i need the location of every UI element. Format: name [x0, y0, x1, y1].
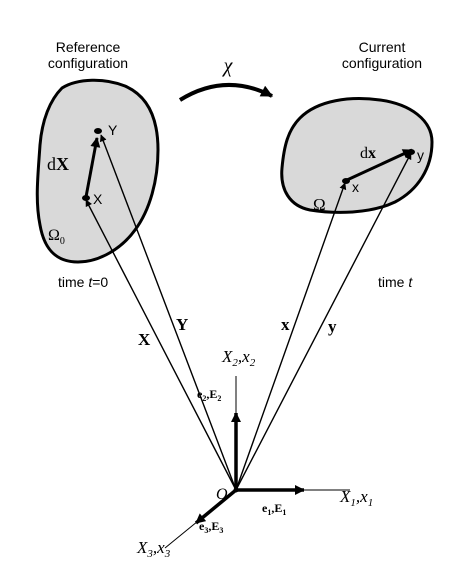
reference-time-label: time t=0: [58, 274, 108, 290]
current-domain-label: Ω: [313, 195, 326, 214]
vector-y-label: y: [328, 317, 337, 336]
point-X-label: X: [93, 191, 103, 207]
vector-Y-label: Y: [176, 315, 188, 334]
element-dX-arrow: [84, 137, 101, 198]
reference-heading-line2: configuration: [48, 55, 128, 71]
vector-x-label: x: [281, 315, 290, 334]
axis-2-label: X2,x2: [221, 347, 256, 369]
position-vector-x: [235, 182, 347, 491]
reference-domain-label: Ω0: [48, 227, 65, 247]
position-vector-Y: [99, 134, 237, 491]
current-heading-line1: Current: [359, 39, 406, 55]
element-dX-label: dX: [47, 154, 69, 174]
point-x-dot: [342, 178, 350, 184]
basis-2-label: e2,E2: [197, 387, 221, 403]
reference-body: [35, 78, 160, 264]
mapping-symbol: χ: [222, 55, 234, 77]
mapping-arrow: [178, 82, 274, 102]
current-heading-line2: configuration: [342, 55, 422, 71]
basis-1-label: e1,E1: [262, 501, 286, 517]
basis-3-label: e3,E3: [199, 519, 223, 535]
point-X-dot: [82, 195, 90, 201]
current-time-label: time t: [378, 274, 413, 290]
point-x-label: x: [352, 179, 359, 195]
point-y-dot: [407, 149, 415, 155]
point-Y-dot: [94, 128, 102, 134]
origin-dot: [233, 487, 239, 493]
element-dx-arrow: [346, 148, 413, 182]
position-vector-y: [235, 152, 412, 491]
element-dx-label: dx: [360, 145, 376, 162]
vector-X-label: X: [138, 330, 151, 349]
origin-label: O: [216, 486, 228, 503]
point-Y-label: Y: [108, 122, 118, 138]
axis-1-label: X1,x1: [339, 487, 373, 509]
basis-3-arrow: [194, 488, 238, 525]
position-vector-X: [85, 199, 237, 491]
reference-heading-line1: Reference: [56, 39, 121, 55]
axis-3-label: X3,x3: [136, 538, 171, 560]
point-y-label: y: [417, 147, 424, 163]
